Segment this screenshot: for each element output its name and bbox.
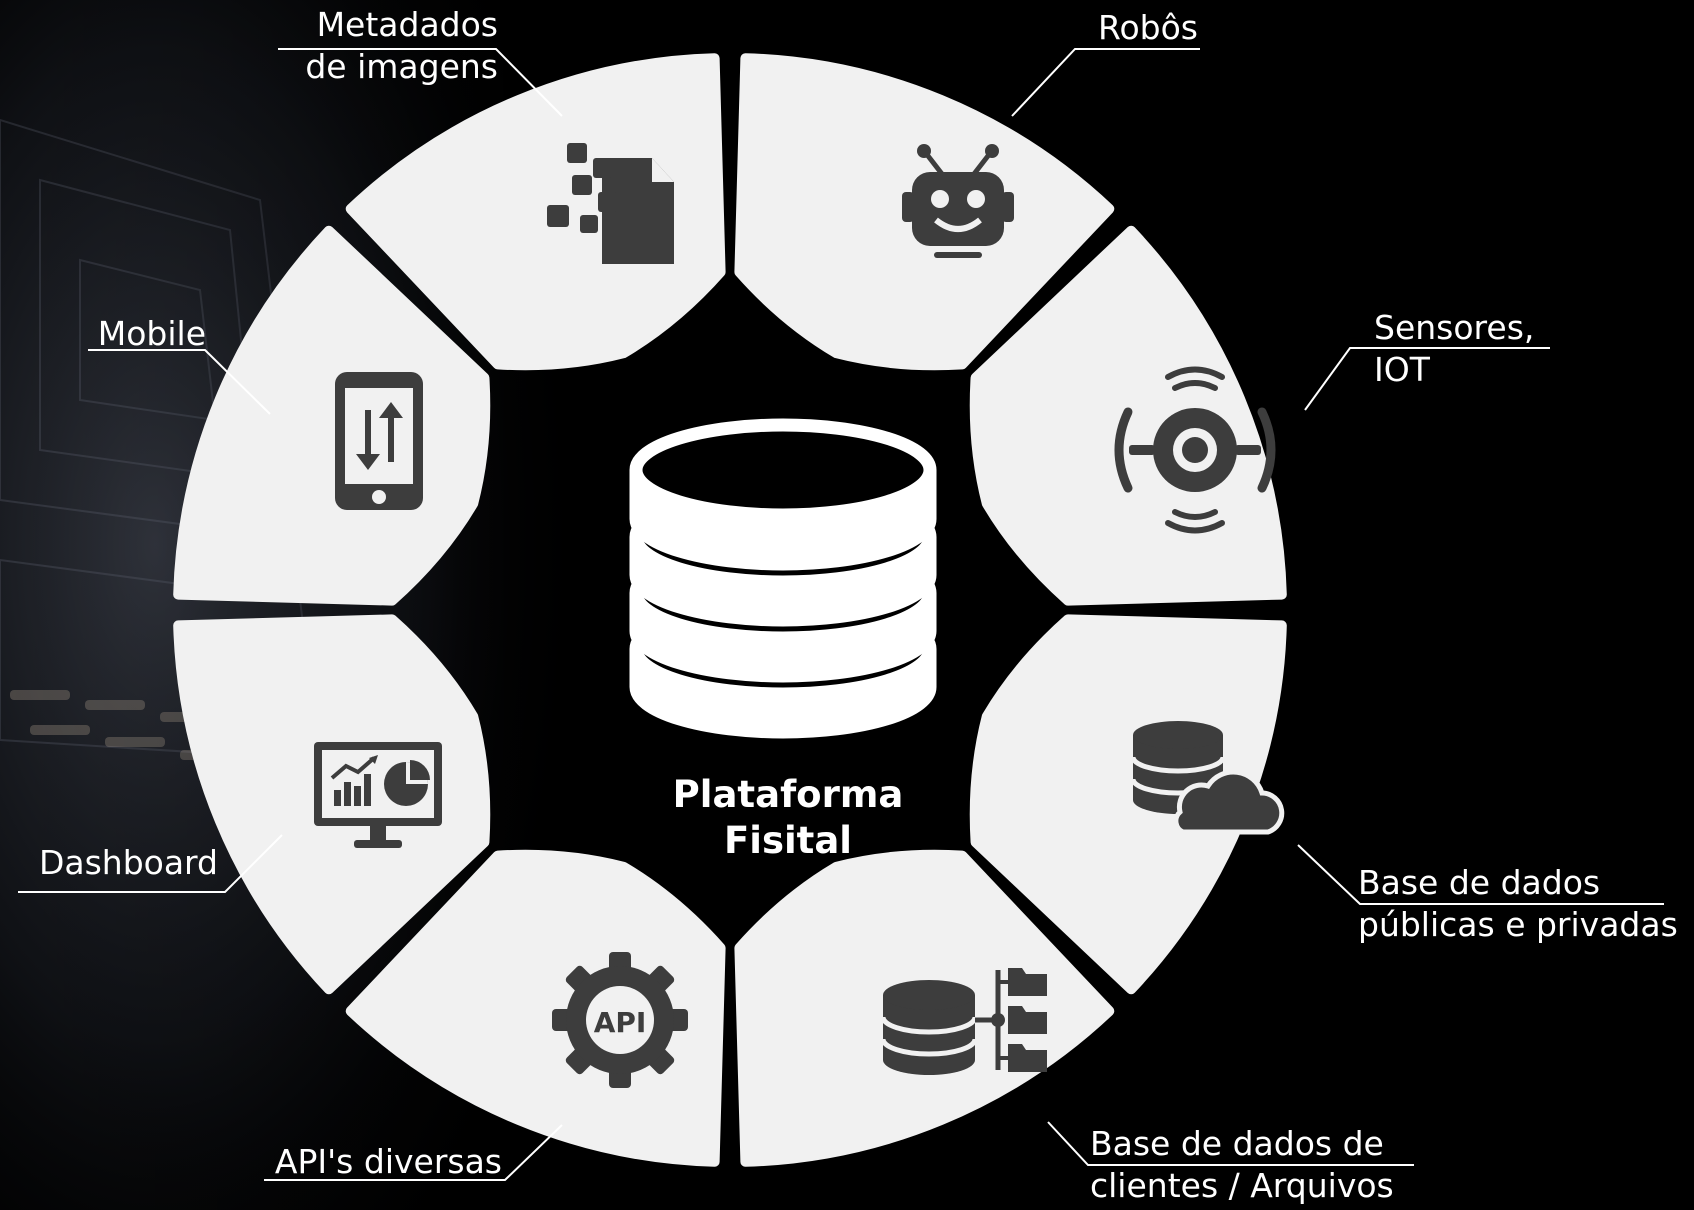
leader-line-mobile xyxy=(88,349,271,415)
iot-sensor-icon xyxy=(1114,366,1276,534)
leader-line-metadados xyxy=(278,48,563,117)
robot-icon xyxy=(902,144,1014,258)
platform-database-icon xyxy=(629,418,937,739)
leader-line-base-publicas xyxy=(1297,844,1664,905)
label-sensores: Sensores, IOT xyxy=(1374,308,1535,389)
leader-lines xyxy=(18,48,1664,1181)
leader-line-robos xyxy=(1011,48,1200,117)
segment-mobile xyxy=(345,53,726,371)
leader-line-sensores xyxy=(1304,347,1550,411)
api-gear-icon xyxy=(552,952,688,1088)
label-apis: API's diversas xyxy=(274,1142,502,1181)
mobile-transfer-icon xyxy=(335,372,423,510)
segment-sensores xyxy=(969,614,1287,995)
label-mobile: Mobile xyxy=(97,314,206,353)
leader-line-dashboard xyxy=(18,834,283,893)
leader-line-apis xyxy=(264,1124,563,1181)
api-gear-label: API xyxy=(594,1006,647,1039)
leader-line-base-clientes xyxy=(1047,1121,1414,1166)
label-base-clientes: Base de dados de clientes / Arquivos xyxy=(1090,1124,1394,1205)
dashboard-monitor-icon xyxy=(314,742,442,848)
database-folders-icon xyxy=(880,968,1047,1075)
label-metadados: Metadados de imagens xyxy=(305,5,498,86)
label-dashboard: Dashboard xyxy=(38,843,218,882)
platform-title: Plataforma Fisital xyxy=(672,773,904,862)
file-pixels-icon xyxy=(547,143,674,264)
label-base-publicas: Base de dados públicas e privadas xyxy=(1358,863,1678,944)
label-robos: Robôs xyxy=(1098,8,1198,47)
database-cloud-icon xyxy=(1130,721,1285,835)
